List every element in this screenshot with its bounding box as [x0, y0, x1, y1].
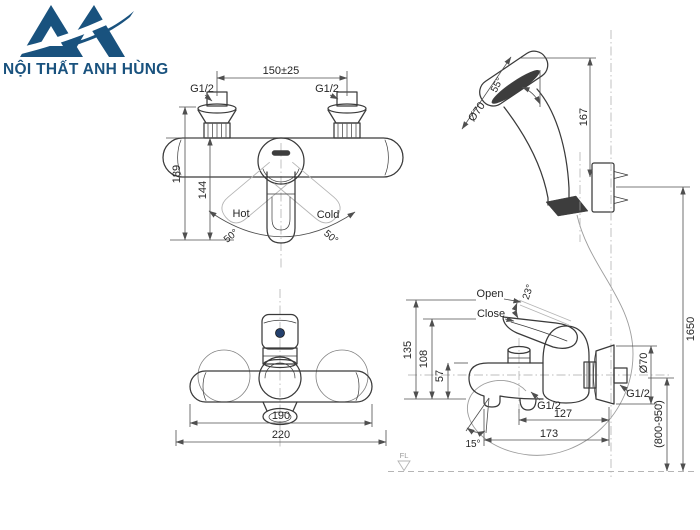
cap-indicator	[271, 150, 291, 156]
front-view-top: 150±25 G1/2 G1/2 189 144 Hot Cold 50° 50…	[162, 65, 404, 268]
open-angle-label: 23°	[521, 283, 536, 301]
diverter-knob	[507, 345, 531, 364]
brand-logo: NỘI THẤT ANH HÙNG	[3, 5, 169, 78]
lever-open-ghost	[518, 299, 572, 326]
dim-height-body: 144	[197, 181, 209, 199]
mounting-range-label: (800-950)	[653, 400, 665, 448]
brand-title: NỘI THẤT ANH HÙNG	[3, 60, 169, 78]
dim-173: 173	[540, 428, 558, 440]
mixer-body	[162, 137, 404, 185]
swing-angle-left: 50°	[222, 227, 241, 245]
handle-ghost-right	[221, 161, 288, 224]
side-view: 23° Open Close 1	[402, 283, 672, 450]
swing-angle-right: 50°	[321, 228, 340, 246]
handle-indicator-dot	[275, 328, 285, 338]
brand-logo-mark	[12, 5, 134, 57]
open-label: Open	[477, 288, 504, 300]
front-bottom-dimensions: 190 220	[175, 404, 387, 446]
shower-handle-endcap	[545, 195, 589, 217]
bracket-screw-bottom	[613, 196, 629, 204]
wall-bracket	[591, 162, 629, 213]
escutcheon-left	[197, 349, 251, 403]
floor-marker	[397, 460, 411, 472]
spout-side	[468, 362, 544, 408]
spout-angle-label: 15°	[465, 439, 480, 450]
cold-label: Cold	[317, 209, 340, 221]
hand-shower: 55° Ø70 167	[461, 50, 634, 456]
cartridge-body	[542, 325, 590, 404]
hot-label: Hot	[232, 208, 249, 220]
inlet-fitting-right	[327, 91, 367, 139]
side-view-dimensions: Open Close 135 108 57 G1/2 G1/2 Ø70 127	[402, 288, 657, 450]
dim-height-total: 189	[171, 165, 183, 183]
dim-57: 57	[434, 370, 446, 382]
dim-center-distance: 150±25	[263, 65, 300, 77]
bracket-screw-top	[613, 171, 629, 179]
dim-127: 127	[554, 408, 572, 420]
hand-shower-dimensions: 55° Ø70 167	[461, 56, 596, 178]
shower-hose	[467, 214, 634, 456]
front-top-dimensions: 150±25 G1/2 G1/2 189 144 Hot Cold 50° 50…	[166, 65, 348, 246]
dim-108: 108	[418, 350, 430, 368]
shower-head	[479, 50, 549, 107]
lever-side	[502, 316, 578, 349]
front-view-bottom: 190 220	[175, 289, 387, 448]
wall-thread-label: G1/2	[626, 388, 650, 400]
inlet-fitting-left	[197, 91, 237, 139]
head-diameter-label: Ø70	[466, 100, 488, 124]
head-height-label: 167	[578, 108, 590, 126]
shower-handle-right-edge	[536, 88, 570, 203]
dim-body-width: 190	[272, 410, 290, 422]
wall-diameter-label: Ø70	[638, 353, 650, 374]
wall-nipple	[613, 367, 628, 384]
handle-front	[261, 313, 299, 365]
escutcheon-right	[315, 349, 369, 403]
thread-right-label: G1/2	[315, 83, 339, 95]
installation-dimensions: 1650 (800-950) FL	[388, 30, 698, 477]
dim-overall-width: 220	[272, 429, 290, 441]
hose-thread-label: G1/2	[537, 400, 561, 412]
wall-union	[583, 344, 628, 405]
thread-left-label: G1/2	[190, 83, 214, 95]
dim-135: 135	[402, 341, 414, 359]
overall-height-label: 1650	[685, 317, 697, 341]
hose-outlet	[519, 398, 537, 411]
close-label: Close	[477, 308, 505, 320]
spout-front	[262, 401, 298, 426]
floor-label: FL	[400, 451, 409, 460]
swing-arc	[208, 210, 356, 238]
shower-handle-left-edge	[503, 106, 549, 206]
